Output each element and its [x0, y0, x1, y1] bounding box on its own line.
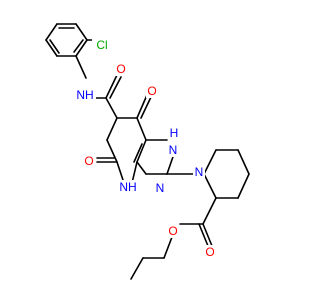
bond — [105, 74, 118, 99]
bond — [237, 173, 250, 199]
ester-single-oxygen-label: O — [168, 224, 177, 238]
bond — [45, 23, 58, 41]
bond — [136, 117, 147, 141]
bond — [109, 76, 122, 99]
bond — [116, 161, 125, 184]
bond — [105, 97, 118, 119]
lactam-nh-label: NH — [119, 180, 136, 194]
bond — [237, 149, 250, 175]
ring-nitrogen-label: N — [169, 143, 178, 157]
bond — [202, 197, 217, 225]
ring-oxygen-top-label: O — [147, 84, 156, 98]
piperidine-nitrogen-label: N — [195, 165, 204, 179]
chlorine-label: Cl — [96, 38, 107, 52]
ester-double-oxygen-label: O — [205, 245, 214, 259]
bond — [133, 143, 143, 163]
ring-hydrogen-label: H — [170, 126, 179, 140]
bond — [140, 96, 152, 119]
bond — [130, 257, 144, 280]
bond — [49, 39, 60, 54]
molecule-structure: Cl NH O O N H O NH N N O O — [45, 23, 250, 280]
pyrimidine-nitrogen-label: N — [156, 181, 165, 195]
bond — [202, 223, 213, 247]
bond — [203, 173, 217, 199]
bond — [73, 39, 84, 53]
bond — [106, 139, 118, 163]
bond — [136, 94, 148, 119]
bond — [198, 223, 209, 247]
amide-oxygen-label: O — [116, 62, 125, 76]
bond — [75, 23, 88, 41]
lactam-oxygen-label: O — [84, 154, 93, 168]
bond — [75, 39, 88, 57]
bond — [131, 161, 138, 184]
bond — [203, 149, 217, 175]
bond — [45, 39, 58, 57]
bond — [136, 161, 147, 175]
bond — [106, 117, 118, 141]
bond — [136, 139, 147, 163]
bonds — [45, 23, 250, 280]
atom-labels: Cl NH O O N H O NH N N O O — [74, 38, 216, 259]
bond — [163, 236, 173, 259]
bond — [75, 55, 87, 79]
amide-nh-label: NH — [76, 88, 93, 102]
